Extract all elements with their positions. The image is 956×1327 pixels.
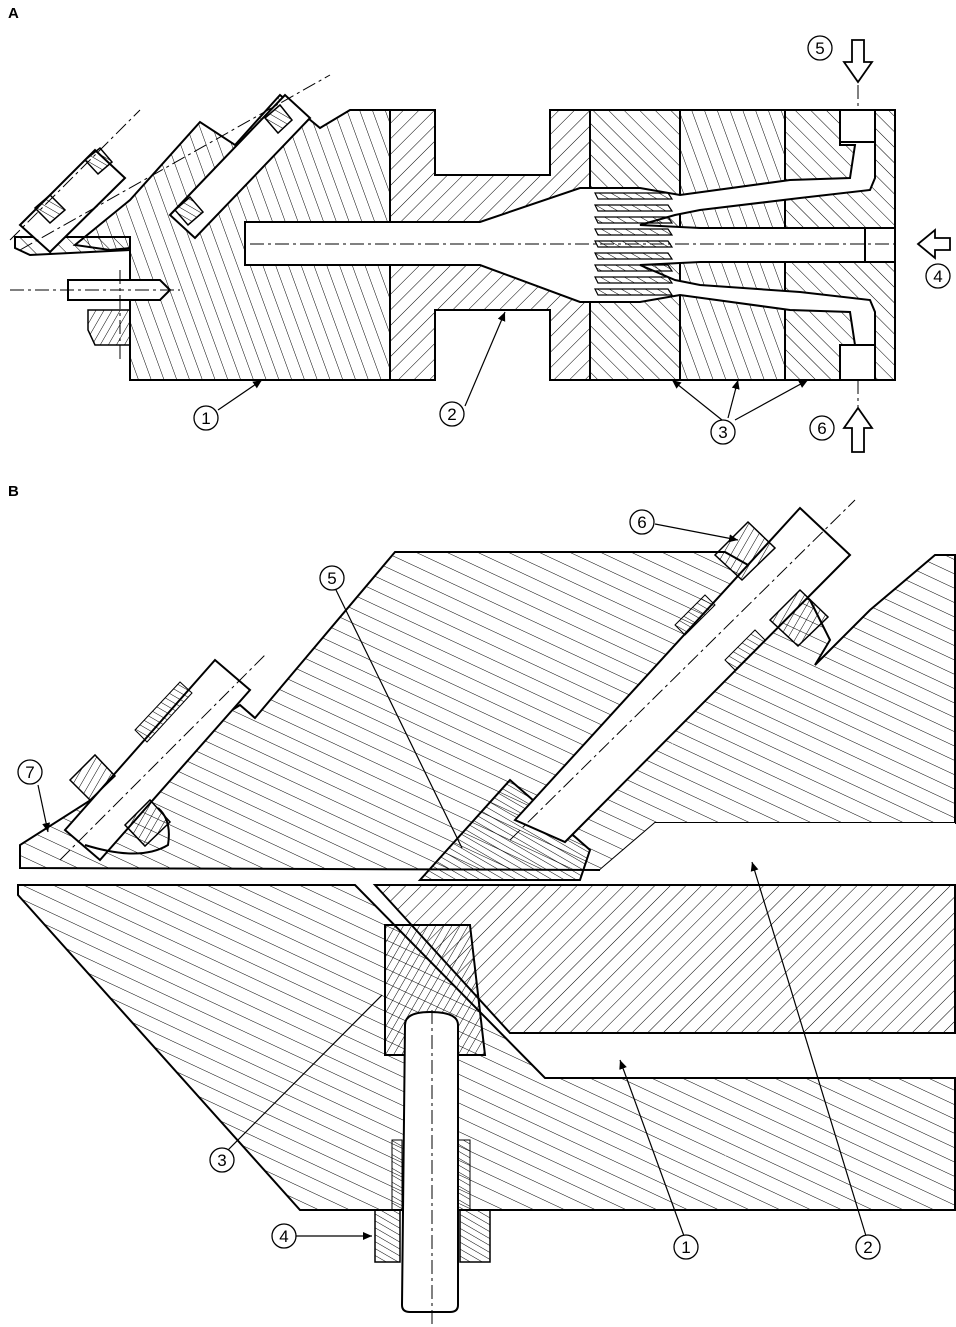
b-leader-6 [654,523,739,543]
b-callout-2: 2 [855,1234,881,1260]
b-lower-threads-left [391,1139,403,1211]
a-callout-3-label: 3 [718,423,727,442]
panel-a-label: A [8,5,19,22]
a-callout-5-label: 5 [815,39,824,58]
panel-b: B [8,483,956,1325]
b-large-bolt-axis [509,499,856,841]
b-channel-2 [600,823,955,880]
a-leader-2 [464,311,506,407]
a-left-arrow-icon [916,228,951,260]
b-callout-4: 4 [271,1223,297,1249]
b-leader-3 [227,994,383,1151]
a-callout-4: 4 [925,263,951,289]
a-callout-2: 2 [439,401,465,427]
a-bolt-nut-1 [33,193,67,225]
a-upper-bolt-axis [19,74,331,251]
b-threads-1 [674,594,716,636]
a-leader-1 [217,379,263,411]
b-small-bolt-axis [59,654,266,861]
a-lower-bolt-head [87,309,131,346]
b-nut-lower [768,588,830,648]
b-leader-5 [335,589,463,849]
a-nozzle-lip [14,236,131,257]
b-callout-7: 7 [17,759,43,785]
a-callout-5: 5 [807,35,833,61]
panel-a: A [8,5,951,455]
b-callout-5: 5 [319,565,345,591]
a-leader-3c [734,379,809,421]
a-leader-3b [727,379,740,419]
b-callout-2-label: 2 [863,1238,872,1257]
a-up-arrow-icon [842,406,874,453]
a-inlet-port-right [864,227,896,263]
a-lamellae [594,192,674,296]
b-callout-7-label: 7 [25,763,34,782]
a-bolt-nut-3 [173,195,205,227]
b-callout-1: 1 [673,1234,699,1260]
a-inlet-port-top [839,109,876,143]
b-leader-2 [750,861,867,1237]
b-callout-6: 6 [629,509,655,535]
b-leader-1 [619,1059,685,1237]
b-lower-die [17,884,956,1211]
b-vertical-bolt [400,1010,459,1313]
a-callout-3: 3 [710,419,736,445]
b-callout-1-label: 1 [681,1238,690,1257]
b-lower-threads-right [457,1139,471,1211]
b-small-bolt-nut-2 [123,798,172,848]
a-bolt-nut-2 [83,146,114,176]
b-callout-3-label: 3 [217,1151,226,1170]
b-small-bolt-nut-1 [68,753,117,802]
a-bolt-nut-4 [263,103,294,135]
a-left-bolt-axis [9,109,141,241]
a-inlet-port-bottom [839,344,876,381]
b-part-5-insert [417,778,592,881]
a-callout-6: 6 [809,415,835,441]
a-callout-6-label: 6 [817,419,826,438]
b-small-bolt-threads [134,681,193,743]
a-callout-4-label: 4 [933,267,942,286]
b-threads-2 [724,629,766,671]
a-down-arrow-icon [842,39,874,84]
b-pocket [84,807,170,855]
b-callout-5-label: 5 [327,569,336,588]
a-callout-2-label: 2 [447,405,456,424]
a-callout-1-label: 1 [201,409,210,428]
a-upper-left-bolt [18,148,127,254]
b-part-6-nut [713,520,777,582]
panel-b-label: B [8,483,19,500]
b-callout-4-label: 4 [279,1227,288,1246]
a-leader-3a [671,379,723,421]
b-part-4-nut-right [459,1209,491,1263]
a-callout-1: 1 [193,405,219,431]
b-callout-6-label: 6 [637,513,646,532]
b-leader-7 [37,784,51,833]
b-part-4-nut [374,1209,401,1263]
b-callout-3: 3 [209,1147,235,1173]
a-upper-mid-bolt [168,93,312,240]
